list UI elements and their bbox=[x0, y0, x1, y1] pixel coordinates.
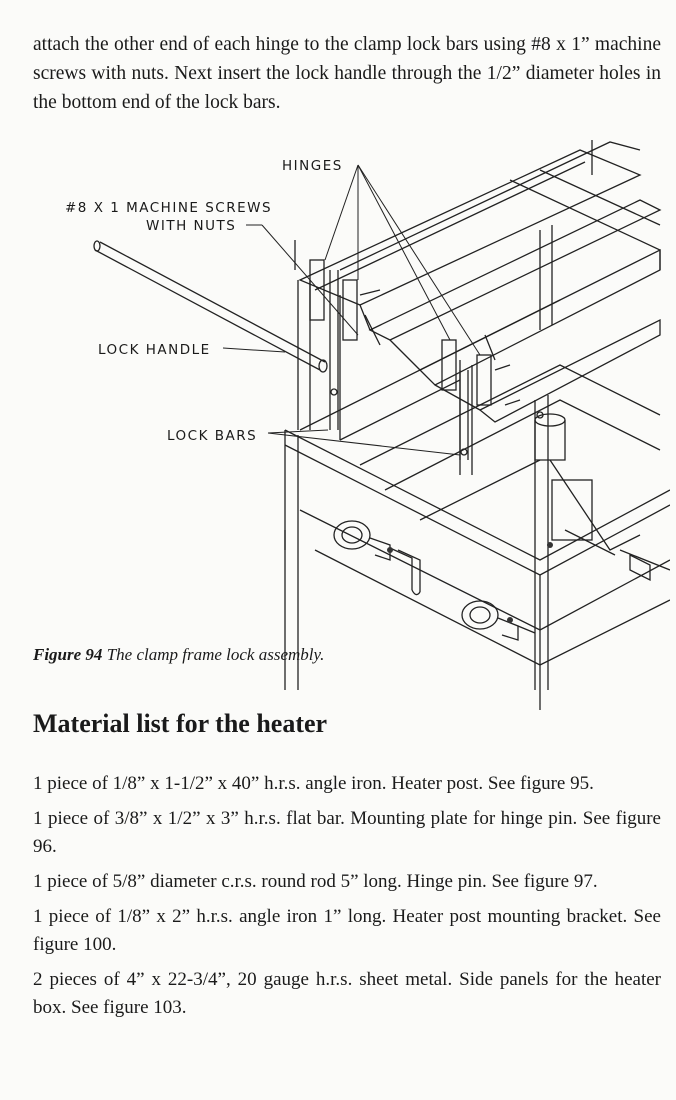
assembly-drawing: HINGES #8 X 1 MACHINE SCREWS WITH NUTS L… bbox=[65, 140, 670, 710]
screws-callout-line2: WITH NUTS bbox=[146, 218, 236, 234]
material-item: 1 piece of 1/8” x 1-1/2” x 40” h.r.s. an… bbox=[33, 773, 594, 794]
hinges-callout: HINGES bbox=[282, 158, 343, 174]
figure-caption: Figure 94 The clamp frame lock assembly. bbox=[33, 645, 324, 665]
material-item: 2 pieces of 4” x 22-3/4”, 20 gauge h.r.s… bbox=[33, 969, 661, 1018]
material-item: 1 piece of 1/8” x 2” h.r.s. angle iron 1… bbox=[33, 906, 661, 955]
material-item: 1 piece of 3/8” x 1/2” x 3” h.r.s. flat … bbox=[33, 808, 661, 857]
lock-bars-callout: LOCK BARS bbox=[167, 428, 257, 444]
figure-caption-text: The clamp frame lock assembly. bbox=[106, 645, 325, 664]
screws-callout-line1: #8 X 1 MACHINE SCREWS bbox=[65, 200, 272, 216]
section-title: Material list for the heater bbox=[33, 709, 328, 738]
lock-handle-callout: LOCK HANDLE bbox=[98, 342, 211, 358]
material-item: 1 piece of 5/8” diameter c.r.s. round ro… bbox=[33, 871, 598, 892]
intro-paragraph: attach the other end of each hinge to th… bbox=[33, 34, 661, 113]
material-list: 1 piece of 1/8” x 1-1/2” x 40” h.r.s. an… bbox=[33, 770, 661, 1029]
clamp-frame-lock-figure: HINGES #8 X 1 MACHINE SCREWS WITH NUTS L… bbox=[40, 130, 670, 710]
figure-number: Figure 94 bbox=[33, 645, 103, 664]
